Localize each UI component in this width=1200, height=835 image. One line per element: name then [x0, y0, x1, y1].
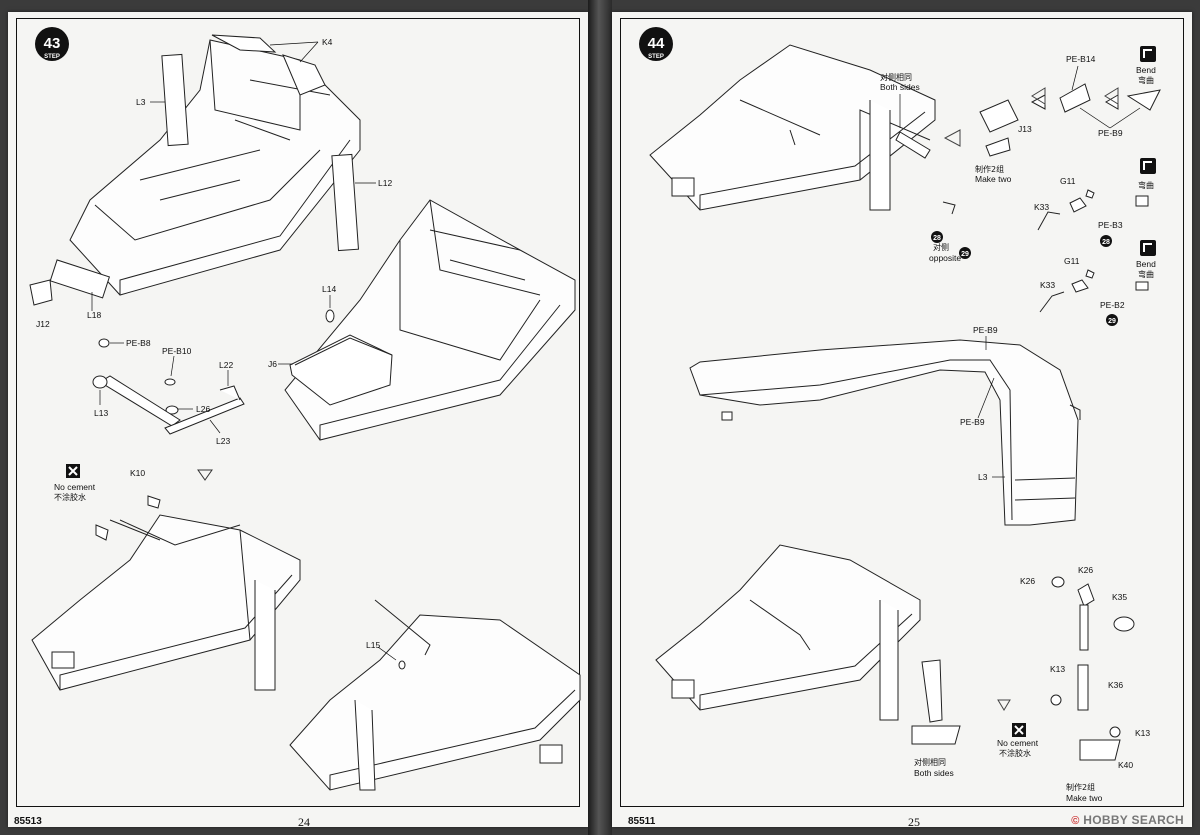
label-L15: L15 — [366, 640, 380, 650]
arrow-down-left — [197, 469, 213, 481]
label-PE-B10: PE-B10 — [162, 346, 192, 356]
no-cement-cn-right: 不涂胶水 — [999, 748, 1031, 758]
ref-29-badge-top: 29 — [959, 247, 971, 259]
label-K33-b: K33 — [1040, 280, 1055, 290]
bend-icon-2 — [1140, 158, 1156, 174]
label-PE-B9-mid-a: PE-B9 — [973, 325, 998, 335]
label-PE-B2: PE-B2 — [1100, 300, 1125, 310]
left-page-frame — [16, 18, 580, 807]
hull-tub-diagram-a — [29, 34, 361, 306]
leader-lines-a — [91, 41, 376, 311]
no-cement-icon-left — [66, 464, 80, 478]
both-sides-en-bottom: Both sides — [914, 768, 954, 778]
ref-28-badge-mid: 28 — [1100, 235, 1112, 247]
bend-cn-3: 弯曲 — [1138, 269, 1154, 279]
hull-tub-diagram-f — [655, 544, 961, 745]
no-cement-cn-left: 不涂胶水 — [54, 492, 86, 502]
label-G11-a: G11 — [1060, 176, 1076, 186]
bend-en-3: Bend — [1136, 259, 1156, 269]
svg-text:28: 28 — [1102, 239, 1110, 246]
svg-text:29: 29 — [961, 251, 969, 258]
label-PE-B9-top: PE-B9 — [1098, 128, 1123, 138]
product-code-left: 85513 — [14, 816, 42, 827]
step-badge-right: 44 STEP — [639, 27, 673, 61]
bend-cn-2: 弯曲 — [1138, 180, 1154, 190]
step-word-left: STEP — [44, 54, 60, 60]
jack-parts-diagram — [1050, 576, 1135, 761]
label-L14: L14 — [322, 284, 336, 294]
bend-icon-1 — [1140, 46, 1156, 62]
label-K40: K40 — [1118, 760, 1133, 770]
label-J13: J13 — [1018, 124, 1032, 134]
page-number-left: 24 — [298, 815, 310, 829]
book-spine — [588, 0, 612, 835]
label-L22: L22 — [219, 360, 233, 370]
ref-28-badge-top: 28 — [931, 231, 943, 243]
right-page-frame — [620, 18, 1184, 807]
label-L3-left: L3 — [136, 97, 146, 107]
flow-arrows — [943, 87, 1119, 711]
bend-en-1: Bend — [1136, 65, 1156, 75]
make-two-en-top: Make two — [975, 174, 1012, 184]
label-L18: L18 — [87, 310, 101, 320]
label-K35: K35 — [1112, 592, 1127, 602]
label-PE-B9-mid-b: PE-B9 — [960, 417, 985, 427]
hull-tub-diagram-d — [289, 599, 581, 791]
opposite-cn: 对侧 — [933, 242, 949, 252]
label-L12: L12 — [378, 178, 392, 188]
svg-text:28: 28 — [933, 235, 941, 242]
label-K13-a: K13 — [1050, 664, 1065, 674]
product-code-right: 85511 — [628, 816, 656, 827]
pe-parts-diagram — [979, 83, 1161, 313]
watermark: © HOBBY SEARCH — [1071, 813, 1184, 827]
label-K26-a: K26 — [1020, 576, 1035, 586]
both-sides-cn-bottom: 对侧相同 — [914, 757, 946, 767]
no-cement-en-left: No cement — [54, 482, 96, 492]
label-PE-B8: PE-B8 — [126, 338, 151, 348]
hull-tub-diagram-c — [31, 495, 301, 691]
no-cement-en-right: No cement — [997, 738, 1039, 748]
label-G11-b: G11 — [1064, 256, 1080, 266]
label-L3-right: L3 — [978, 472, 988, 482]
label-L13-left: L13 — [94, 408, 108, 418]
opposite-en: opposite — [929, 253, 961, 263]
label-K13-b: K13 — [1135, 728, 1150, 738]
bend-cn-1: 弯曲 — [1138, 75, 1154, 85]
make-two-cn-top: 制作2组 — [975, 164, 1004, 174]
step-word-right: STEP — [648, 54, 664, 60]
label-PE-B14: PE-B14 — [1066, 54, 1096, 64]
both-sides-cn-top: 对侧相同 — [880, 72, 912, 82]
label-K26-b: K26 — [1078, 565, 1093, 575]
label-L26: L26 — [196, 404, 210, 414]
watermark-brand: HOBBY SEARCH — [1083, 813, 1184, 827]
label-K10: K10 — [130, 468, 145, 478]
page-number-right: 25 — [908, 815, 920, 829]
hull-tub-diagram-e — [649, 44, 936, 211]
label-K36: K36 — [1108, 680, 1123, 690]
label-L23: L23 — [216, 436, 230, 446]
step-number-left: 43 — [44, 35, 61, 52]
copyright-icon: © — [1071, 815, 1080, 827]
svg-text:29: 29 — [1108, 318, 1116, 325]
step-number-right: 44 — [648, 35, 665, 52]
label-K4: K4 — [322, 37, 333, 47]
label-PE-B3: PE-B3 — [1098, 220, 1123, 230]
label-J12: J12 — [36, 319, 50, 329]
make-two-cn-bottom: 制作2组 — [1066, 782, 1095, 792]
ref-29-badge-mid: 29 — [1106, 314, 1118, 326]
both-sides-en-top: Both sides — [880, 82, 920, 92]
label-K33-a: K33 — [1034, 202, 1049, 212]
step-badge-left: 43 STEP — [35, 27, 69, 61]
bend-icon-3 — [1140, 240, 1156, 256]
fender-L3-diagram — [689, 339, 1081, 526]
hull-tub-diagram-b — [284, 199, 576, 441]
label-J6: J6 — [268, 359, 277, 369]
no-cement-icon-right — [1012, 723, 1026, 737]
tow-bar-diagram — [92, 338, 245, 435]
make-two-en-bottom: Make two — [1066, 793, 1103, 803]
